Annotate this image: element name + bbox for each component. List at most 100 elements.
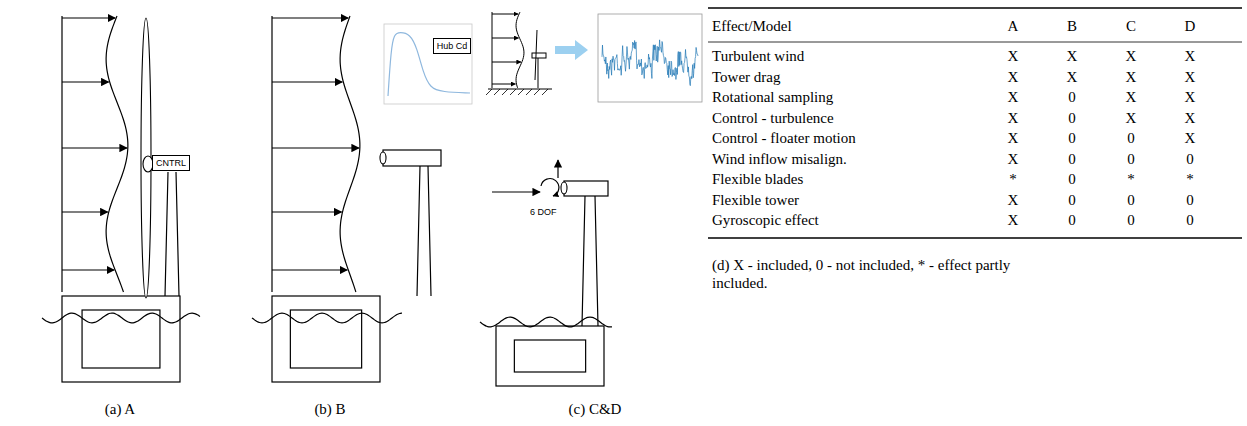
dof-label: 6 DOF <box>530 207 557 218</box>
small-rotor <box>535 30 537 80</box>
ground-hatch <box>542 89 548 95</box>
table-row-label: Wind inflow misalign. <box>712 150 847 168</box>
table-row-label: Rotational sampling <box>712 88 833 106</box>
table-cell: * <box>1186 170 1194 188</box>
subfigure-caption: (c) C&D <box>569 400 622 418</box>
table-cell: * <box>1127 170 1135 188</box>
table-row-label: Control - turbulence <box>712 109 834 127</box>
node-text: CNTRL <box>156 158 186 168</box>
floater-pontoon <box>290 310 361 368</box>
floater <box>496 326 604 386</box>
tower <box>417 166 431 296</box>
table-cell: 0 <box>1127 211 1135 229</box>
table-row-label: Turbulent wind <box>712 47 804 65</box>
table-cell: X <box>1008 88 1019 106</box>
controller-box: CNTRL <box>152 155 190 171</box>
table-cell: X <box>1126 88 1137 106</box>
ground-hatch <box>518 89 524 95</box>
wind-profile-curve <box>106 16 128 292</box>
table-cell: 0 <box>1068 211 1076 229</box>
table-cell: 0 <box>1186 150 1194 168</box>
table-cell: X <box>1185 47 1196 65</box>
ground-hatch <box>502 89 508 95</box>
wind-arrow <box>62 17 115 18</box>
subfigure-caption: (b) B <box>314 400 345 418</box>
wind-arrow <box>62 211 108 212</box>
wind-arrow <box>272 17 348 18</box>
plot-frame <box>598 14 702 102</box>
table-row-label: Flexible tower <box>712 191 799 209</box>
table-cell: 0 <box>1068 88 1076 106</box>
transfer-arrow <box>555 40 588 60</box>
table-bottom-rule <box>708 237 1242 239</box>
tower <box>582 196 598 326</box>
floater <box>272 296 380 382</box>
wind-arrow <box>62 147 127 148</box>
table-header: A <box>1008 17 1019 35</box>
table-cell: X <box>1008 191 1019 209</box>
table-cell: X <box>1185 109 1196 127</box>
lift-arrow <box>557 160 558 178</box>
nacelle <box>383 150 441 166</box>
ground-hatch <box>494 89 500 95</box>
wind-profile-axis <box>271 16 272 292</box>
hub <box>561 182 567 194</box>
wind-arrow <box>272 211 341 212</box>
table-row-label: Gyroscopic effect <box>712 211 819 229</box>
ground-hatch <box>486 89 492 95</box>
table-cell: 0 <box>1127 191 1135 209</box>
floater <box>62 296 180 382</box>
table-cell: 0 <box>1186 211 1194 229</box>
table-cell: * <box>1009 170 1017 188</box>
wind-profile-axis <box>61 16 62 292</box>
wind-arrow <box>492 38 518 39</box>
ground <box>488 89 552 90</box>
table-cell: X <box>1126 68 1137 86</box>
wind-arrow <box>272 269 347 270</box>
chart-frame <box>384 24 472 104</box>
chart-label-box: Hub Cd <box>433 38 472 54</box>
table-cell: X <box>1126 47 1137 65</box>
cd-curve <box>388 33 470 96</box>
table-cell: X <box>1185 129 1196 147</box>
table-top-rule <box>708 7 1242 9</box>
force-time-series <box>602 40 698 86</box>
table-header: Effect/Model <box>712 17 792 35</box>
table-cell: X <box>1067 47 1078 65</box>
wind-arrow <box>62 81 109 82</box>
table-mid-rule <box>708 42 1242 43</box>
wind-arrow <box>492 62 521 63</box>
drawing <box>42 8 1242 386</box>
table-cell: 0 <box>1186 191 1194 209</box>
rotation-arrow <box>541 179 559 196</box>
table-header: D <box>1185 17 1196 35</box>
table-row-label: Flexible blades <box>712 170 803 188</box>
table-cell: 0 <box>1068 150 1076 168</box>
table-cell: X <box>1185 88 1196 106</box>
nacelle <box>564 181 608 196</box>
table-cell: 0 <box>1068 170 1076 188</box>
force-arrow <box>492 191 540 192</box>
table-cell: 0 <box>1068 191 1076 209</box>
tower <box>165 172 179 296</box>
table-caption: (d) X - included, 0 - not included, * - … <box>712 256 1012 292</box>
ground-hatch <box>526 89 532 95</box>
small-tower <box>538 58 539 88</box>
wind-profile-curve <box>340 16 360 292</box>
table-cell: 0 <box>1127 129 1135 147</box>
table-cell: X <box>1008 109 1019 127</box>
floater-pontoon <box>82 310 160 368</box>
table-row-label: Tower drag <box>712 68 781 86</box>
wind-arrow <box>62 269 114 270</box>
table-cell: 0 <box>1068 109 1076 127</box>
table-cell: X <box>1185 68 1196 86</box>
ground-hatch <box>510 89 516 95</box>
table-cell: X <box>1008 211 1019 229</box>
small-nacelle <box>532 53 546 58</box>
hub <box>380 152 386 164</box>
floater-pontoon <box>514 340 585 372</box>
subfigure-caption: (a) A <box>105 400 135 418</box>
wind-profile-axis <box>492 12 493 88</box>
table-cell: X <box>1008 150 1019 168</box>
